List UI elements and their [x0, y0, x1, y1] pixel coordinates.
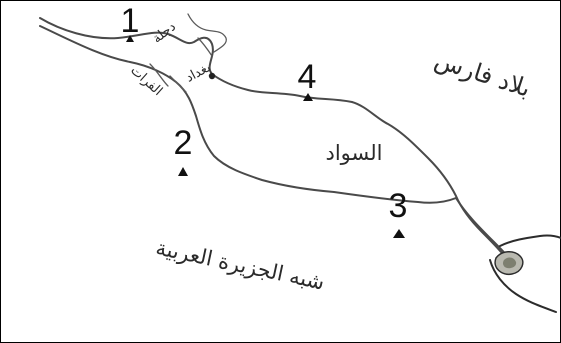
gulf-coast-lower — [489, 259, 557, 313]
marker-3-triangle-icon — [393, 229, 405, 238]
canal-2 — [169, 75, 187, 93]
marker-1-number: 1 — [121, 2, 140, 40]
island-inner — [503, 257, 517, 269]
marker-2-triangle-icon — [178, 167, 188, 176]
gulf-coast-upper — [499, 234, 561, 247]
label-sawad: السواد — [325, 141, 382, 165]
marker-2-number: 2 — [174, 124, 193, 162]
tigris-tributary — [187, 13, 227, 53]
tigris-river — [39, 17, 507, 259]
tigris-tributary-2 — [197, 37, 213, 57]
euphrates-river — [39, 25, 457, 204]
baghdad-city-dot — [208, 72, 216, 80]
marker-3-number: 3 — [389, 187, 408, 225]
marker-4-triangle-icon — [303, 93, 313, 101]
marker-1-triangle-icon — [126, 35, 134, 42]
canal-1 — [149, 63, 169, 87]
marker-4-number: 4 — [298, 58, 317, 96]
